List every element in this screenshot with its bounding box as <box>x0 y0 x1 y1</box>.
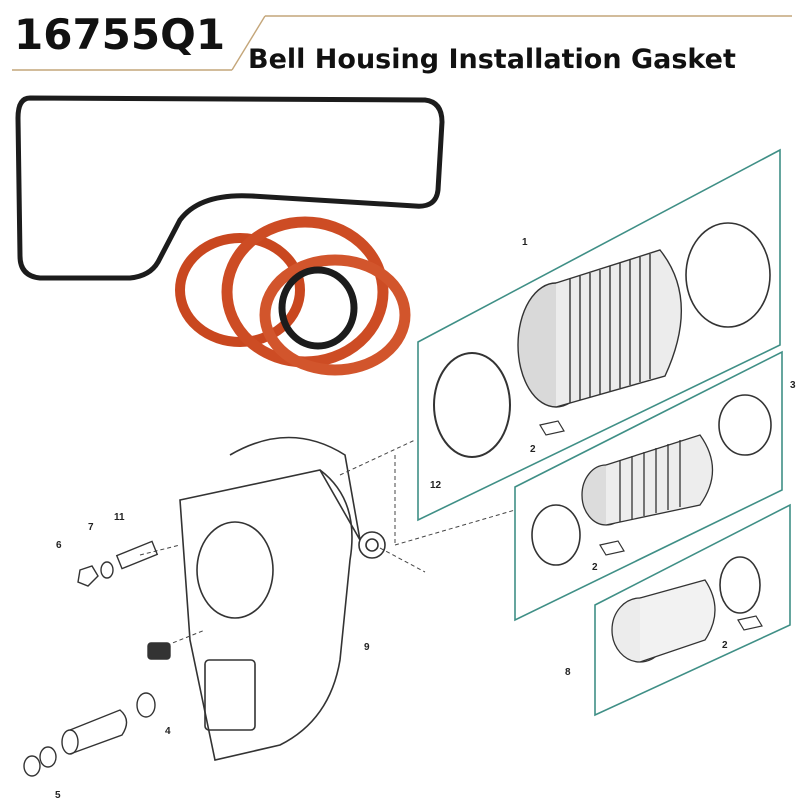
callout-1: 1 <box>522 237 528 248</box>
pin-assembly <box>61 709 128 755</box>
bell-housing <box>179 436 386 761</box>
o-ring-large <box>175 233 305 347</box>
part-number: 16755Q1 <box>14 10 226 59</box>
box-shift-cable-bellows <box>594 503 791 717</box>
bell-housing-gasket <box>15 95 445 281</box>
product-title: Bell Housing Installation Gasket <box>248 44 736 75</box>
callout-4: 4 <box>165 726 171 737</box>
callout-2b: 2 <box>592 562 598 573</box>
fasteners <box>23 540 171 777</box>
hose-clamp-large <box>685 222 771 328</box>
stud <box>115 540 159 570</box>
hose-clamp-medium-2 <box>531 504 581 566</box>
box-bellows-driveshaft <box>514 350 783 622</box>
callout-3: 3 <box>790 380 796 391</box>
nut <box>77 565 99 587</box>
callout-11: 11 <box>114 512 125 523</box>
callout-12: 12 <box>430 480 442 491</box>
callout-7: 7 <box>88 522 94 533</box>
header-accent-lines <box>12 15 792 71</box>
dashed-leader-lines <box>139 439 516 649</box>
hose-clamp-medium-1 <box>718 394 772 456</box>
callout-8: 8 <box>565 667 571 678</box>
driveshaft-bellows <box>581 434 713 526</box>
shift-cable-bellows <box>611 579 716 663</box>
callout-5: 5 <box>55 790 61 800</box>
adapter-ring <box>433 352 511 458</box>
gasket-washer-4 <box>136 692 156 718</box>
o-ring-black <box>278 266 358 350</box>
box-bellows-exhaust <box>417 148 781 522</box>
callout-6: 6 <box>56 540 62 551</box>
o-ring-set <box>175 216 411 376</box>
washer-5a <box>23 755 41 777</box>
washer <box>100 561 114 579</box>
callout-9: 9 <box>364 642 370 653</box>
plug <box>147 642 171 660</box>
callout-2c: 2 <box>722 640 728 651</box>
callout-2a: 2 <box>530 444 536 455</box>
o-ring-medium <box>259 254 411 376</box>
callout-labels: 1 2 2 2 3 4 5 6 7 8 9 11 12 <box>55 237 796 800</box>
clamp-screws <box>539 420 763 631</box>
exhaust-bellows <box>517 249 682 408</box>
hose-clamp-small <box>719 556 761 614</box>
washer-5b <box>39 746 57 768</box>
diagram-boxes <box>417 148 791 717</box>
